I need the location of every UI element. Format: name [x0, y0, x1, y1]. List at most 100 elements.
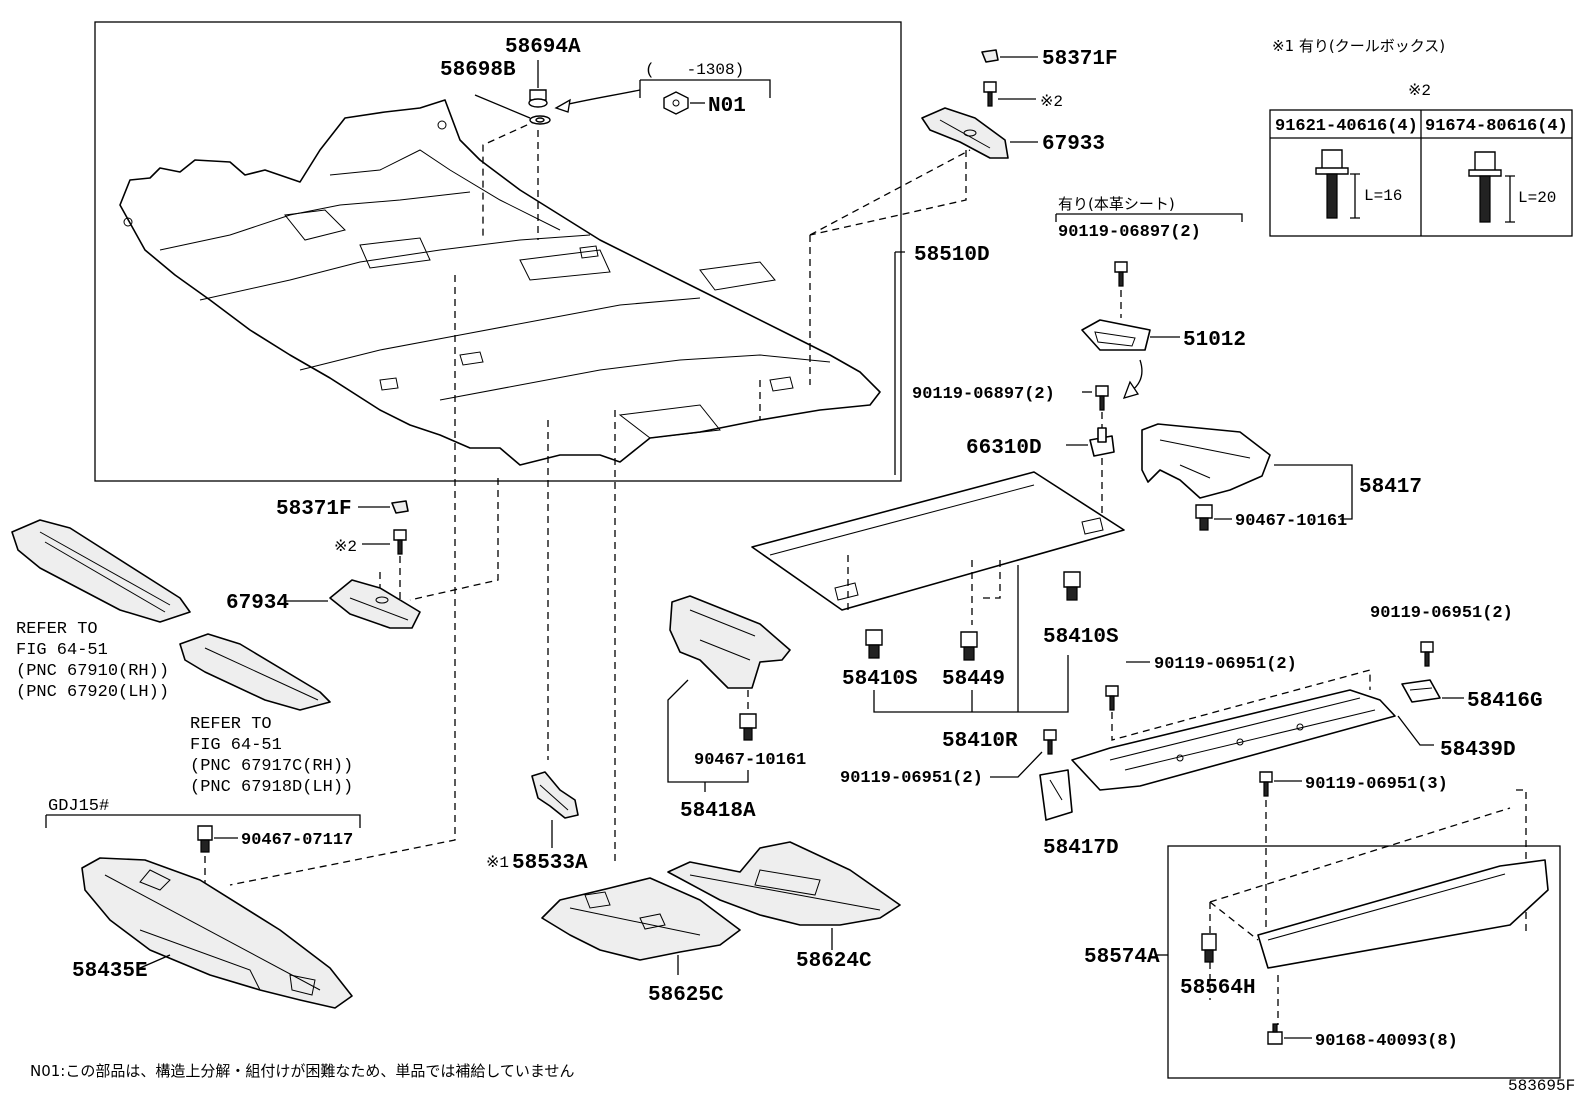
label-58417D: 58417D: [1043, 837, 1119, 860]
ref1-line2: FIG 64-51: [16, 641, 108, 660]
label-58533A: 58533A: [512, 852, 588, 875]
mat-58625C[interactable]: [541, 877, 741, 961]
legend-len2: L=20: [1518, 189, 1556, 207]
heat-insulator-58435E[interactable]: [81, 857, 353, 1009]
label-1308: ( -1308): [645, 61, 744, 79]
bracket-66310D[interactable]: [1089, 427, 1115, 457]
bolt-mark2-top[interactable]: [983, 81, 997, 107]
plug-58371F-top[interactable]: [981, 49, 999, 63]
clip-58410S-left[interactable]: [865, 629, 883, 659]
side-cover-58574A[interactable]: [1257, 859, 1549, 969]
legend-bolt2: 91674-80616(4): [1425, 117, 1568, 136]
label-90467-10161-b: 90467-10161: [694, 751, 806, 770]
bolt-90467-10161-right[interactable]: [1195, 504, 1213, 531]
label-90119-06951-a: 90119-06951(2): [1370, 604, 1513, 623]
figure-id: 583695F: [1508, 1077, 1575, 1095]
bolt-90119-06951-left-rail[interactable]: [1105, 685, 1119, 711]
ref2-line1: REFER TO: [190, 715, 272, 734]
footer-n01-note: N01:この部品は、構造上分解・組付けが困難なため、単品では補給していません: [30, 1062, 574, 1080]
ref1-line1: REFER TO: [16, 620, 98, 639]
scuff-plate-67917C[interactable]: [179, 633, 331, 711]
label-58410R: 58410R: [942, 730, 1018, 753]
bolt-90119-06951-3[interactable]: [1259, 771, 1273, 797]
label-90168-40093: 90168-40093(8): [1315, 1032, 1458, 1051]
label-GDJ15: GDJ15#: [48, 797, 109, 816]
bracket-58418A[interactable]: [669, 595, 791, 689]
label-58371F-mid: 58371F: [276, 498, 352, 521]
box-58574A: [1167, 845, 1561, 1079]
board-58410R[interactable]: [751, 471, 1125, 611]
label-mark2-mid: ※2: [334, 538, 357, 556]
legend-mark2: ※2: [1408, 82, 1431, 100]
ref1-line3: (PNC 67910(RH)): [16, 662, 169, 681]
clip-58694A[interactable]: [528, 60, 548, 108]
bracket-67933[interactable]: [921, 107, 1009, 159]
floor-carpet-58510D[interactable]: [119, 99, 881, 466]
clip-90467-10161-center[interactable]: [739, 713, 757, 741]
bolt-91621-icon: [1315, 149, 1349, 219]
legend-note1: ※1 有り(クールボックス): [1272, 37, 1445, 55]
label-58698B: 58698B: [440, 59, 516, 82]
screw-90168-40093[interactable]: [1267, 1023, 1283, 1045]
label-58418A: 58418A: [680, 800, 756, 823]
label-N01: N01: [708, 95, 746, 118]
label-90119-06951-b: 90119-06951(2): [1154, 655, 1297, 674]
label-mark2-top: ※2: [1040, 93, 1063, 111]
clip-58564H[interactable]: [1201, 933, 1217, 963]
nut-N01[interactable]: [663, 91, 689, 115]
label-90119-06951-3: 90119-06951(3): [1305, 775, 1448, 794]
ref1-line4: (PNC 67920(LH)): [16, 683, 169, 702]
label-90119-06897-b: 90119-06897(2): [912, 385, 1055, 404]
label-58449: 58449: [942, 668, 1005, 691]
label-58694A: 58694A: [505, 36, 581, 59]
plug-58371F-mid[interactable]: [391, 500, 409, 514]
clip-90467-07117[interactable]: [197, 825, 213, 853]
label-58417: 58417: [1359, 476, 1422, 499]
label-90119-06897-a: 90119-06897(2): [1058, 223, 1201, 242]
label-67933: 67933: [1042, 133, 1105, 156]
arrow-n01: [554, 98, 571, 113]
arrow-51012: [1122, 380, 1140, 399]
scuff-plate-67910[interactable]: [11, 519, 191, 623]
label-51012: 51012: [1183, 329, 1246, 352]
ref2-line2: FIG 64-51: [190, 736, 282, 755]
bolt-90119-06951-rightmost[interactable]: [1420, 641, 1434, 667]
washer-58698B[interactable]: [474, 94, 551, 125]
label-58574A: 58574A: [1084, 946, 1160, 969]
ref2-line3: (PNC 67917C(RH)): [190, 757, 353, 776]
bolt-90119-06897-lower[interactable]: [1095, 385, 1109, 411]
label-mark1: ※1: [486, 854, 509, 872]
bracket-58533A[interactable]: [531, 771, 579, 819]
bracket-67934[interactable]: [329, 579, 421, 629]
mat-58624C[interactable]: [667, 841, 901, 926]
label-90467-07117: 90467-07117: [241, 831, 353, 850]
label-58410S-a: 58410S: [842, 668, 918, 691]
label-58371F-top: 58371F: [1042, 48, 1118, 71]
clip-58410S-right[interactable]: [1063, 571, 1081, 601]
clip-58449[interactable]: [960, 631, 978, 661]
ref2-line4: (PNC 67918D(LH)): [190, 778, 353, 797]
legend-bolt1: 91621-40616(4): [1275, 117, 1418, 136]
label-90467-10161-a: 90467-10161: [1235, 512, 1347, 531]
label-58410S-b: 58410S: [1043, 626, 1119, 649]
label-58439D: 58439D: [1440, 739, 1516, 762]
bolt-91674-icon: [1468, 151, 1502, 223]
label-58416G: 58416G: [1467, 690, 1543, 713]
bolt-mark2-mid[interactable]: [393, 529, 407, 555]
legend-table: [1269, 109, 1573, 237]
bolt-90119-06897-upper[interactable]: [1114, 261, 1128, 287]
label-58625C: 58625C: [648, 984, 724, 1007]
cover-58417[interactable]: [1141, 423, 1271, 499]
legend-len1: L=16: [1364, 187, 1402, 205]
bracket-58417D[interactable]: [1039, 769, 1073, 821]
bolt-90119-06951-bracket[interactable]: [1043, 729, 1057, 755]
cover-51012[interactable]: [1081, 319, 1151, 351]
label-90119-06951-c: 90119-06951(2): [840, 769, 983, 788]
label-67934: 67934: [226, 592, 289, 615]
label-58564H: 58564H: [1180, 977, 1256, 1000]
bracket-58416G[interactable]: [1401, 679, 1441, 703]
label-58510D: 58510D: [914, 244, 990, 267]
label-58435E: 58435E: [72, 960, 148, 983]
rail-58439D[interactable]: [1071, 689, 1396, 791]
